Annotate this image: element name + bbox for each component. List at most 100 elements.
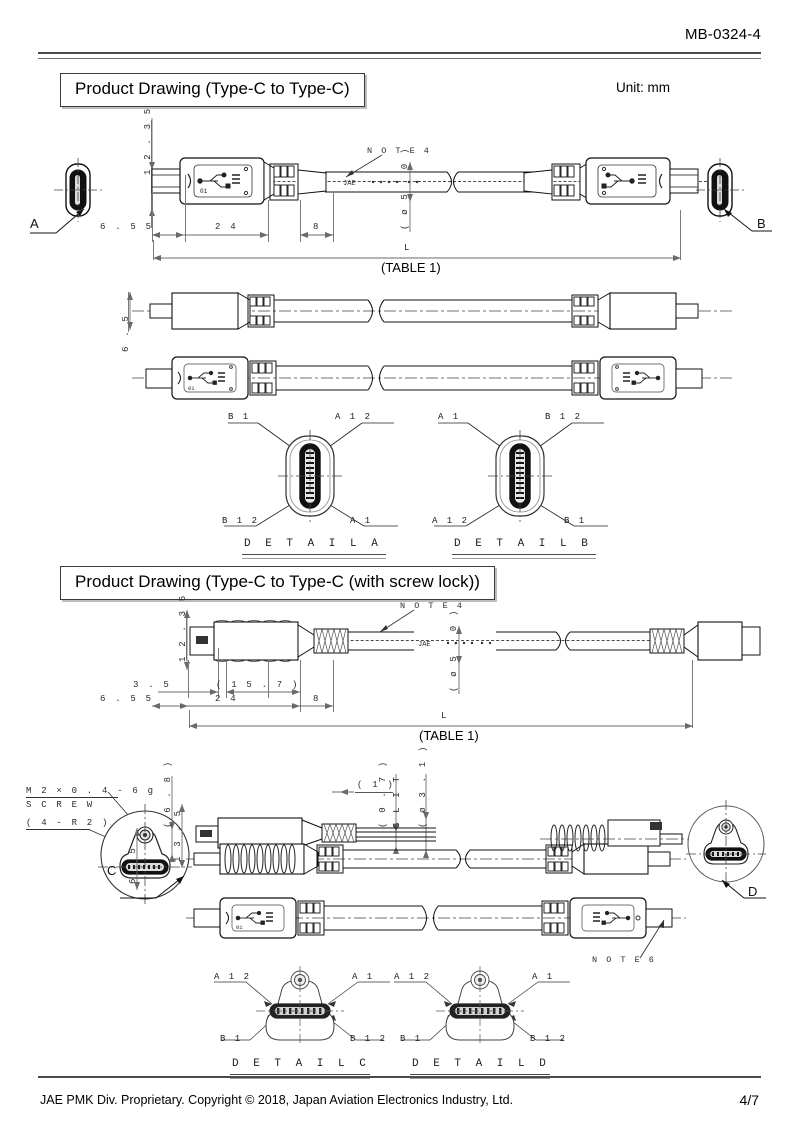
note-4-leader-2: [379, 609, 415, 633]
dim-24-b: 2 4: [215, 694, 238, 704]
svg-text:01: 01: [236, 924, 243, 931]
footer-page-number: 4/7: [739, 1092, 759, 1108]
end-view-b: [696, 158, 744, 222]
table-reference-2: (TABLE 1): [419, 728, 479, 743]
dim-24: 2 4: [215, 222, 238, 232]
footer-rule: [38, 1076, 761, 1081]
dim-6-8: ( 6 . 8 ): [163, 759, 173, 828]
detail-a-pin-bottom-right: A 1: [350, 516, 373, 526]
detail-b-pin-bottom-left: A 1 2: [432, 516, 470, 526]
ext-line: [151, 160, 152, 228]
leader-b: [723, 208, 772, 232]
ext-line: [189, 710, 190, 728]
detail-d-view: [394, 966, 570, 1046]
screw-assembly-upper: [195, 817, 436, 849]
header-rule: [38, 52, 761, 59]
screw-spec-rule-2: [26, 829, 90, 830]
dim-arrow-1: [332, 789, 354, 795]
side-view-assembly: 01: [132, 356, 732, 400]
ext-line: [300, 660, 301, 712]
ext-line: [226, 660, 227, 698]
ext-line: [153, 240, 154, 260]
screw-spec-line3: ( 4 - R 2 ): [26, 818, 110, 828]
end-view-a: [54, 158, 102, 222]
dim-chain-lower-2: [152, 703, 333, 709]
detail-b-pin-top-left: A 1: [438, 412, 461, 422]
detail-c-underline: [230, 1074, 370, 1079]
screw-spec-rule: [26, 797, 118, 798]
connector-right: [523, 157, 699, 205]
detail-c-caption: D E T A I L C: [232, 1058, 370, 1070]
svg-text:JAE: JAE: [343, 180, 356, 188]
detail-c-pin-top-right: A 1: [352, 972, 375, 982]
detail-c-pin-bottom-left: B 1: [220, 1034, 243, 1044]
side-view-assembly-2: 01: [186, 897, 686, 939]
dim-chain-horizontal: [152, 232, 333, 238]
note-4-leader: [345, 154, 383, 178]
dim-8-b: 8: [313, 694, 321, 704]
end-view-d: [686, 800, 766, 888]
ext-line: [186, 612, 187, 660]
ext-line: [333, 192, 334, 242]
dim-15-7: ( 1 5 . 7 ): [216, 680, 300, 690]
dim-13-5: 1 3 . 5: [173, 808, 183, 862]
dim-length-L: L: [404, 243, 412, 253]
balloon-d: D: [748, 884, 758, 899]
connector-screw-left: [189, 620, 414, 662]
detail-a-caption: D E T A I L A: [244, 538, 382, 550]
section-title-1: Product Drawing (Type-C to Type-C): [60, 73, 365, 107]
detail-a-view: [224, 422, 398, 527]
ext-line: [692, 660, 693, 728]
detail-d-group: A 1 2 A 1 B 1 B 1 2: [390, 962, 575, 1079]
ext-line: [152, 190, 153, 242]
dim-arrow-cable-dia: [407, 162, 413, 232]
svg-text:JAE: JAE: [418, 641, 431, 649]
center-line: [190, 640, 710, 641]
svg-text:01: 01: [188, 385, 195, 392]
dim-1: ( 1 ): [357, 780, 396, 790]
dim-arrow-6-5-b: [134, 828, 140, 890]
detail-c-pin-bottom-right: B 1 2: [350, 1034, 388, 1044]
dim-12-35-b: 1 2 . 3 5: [178, 593, 188, 662]
ext-line: [151, 120, 152, 180]
ext-line: [300, 200, 301, 242]
dim-arrow-3-1: [423, 774, 429, 858]
dim-8: 8: [313, 222, 321, 232]
screw-spec-line2: S C R E W: [26, 800, 95, 810]
document-code: MB-0324-4: [684, 26, 761, 43]
note-6-label: N O T E 6: [592, 955, 656, 965]
detail-b-pin-bottom-right: B 1: [564, 516, 587, 526]
ext-line: [188, 660, 189, 698]
detail-b-pin-top-right: B 1 2: [545, 412, 583, 422]
dim-1-rule: [355, 792, 393, 793]
balloon-c: C: [107, 863, 117, 878]
note-4-label-2: N O T E 4: [400, 601, 464, 611]
ext-line: [268, 660, 269, 698]
section-title-2: Product Drawing (Type-C to Type-C (with …: [60, 566, 495, 600]
ext-line: [268, 200, 269, 242]
detail-b-caption: D E T A I L B: [454, 538, 592, 550]
dim-6-55: 6 . 5 5: [100, 222, 154, 232]
cable-segment-2: [496, 631, 656, 651]
dim-length-L-2: L: [441, 711, 449, 721]
detail-c-view: [214, 966, 390, 1046]
screw-assembly-lower: [186, 843, 686, 875]
ext-line: [128, 292, 129, 332]
detail-c-group: A 1 2 A 1 B 1 B 1 2: [210, 962, 395, 1079]
drawing-type-c-to-type-c: A 1 2 . 3 5: [0, 0, 793, 560]
detail-a-pin-top-left: B 1: [228, 412, 251, 422]
detail-d-pin-top-left: A 1 2: [394, 972, 432, 982]
connector-left: 01: [151, 157, 327, 205]
ext-line: [680, 210, 681, 260]
detail-d-pin-bottom-left: B 1: [400, 1034, 423, 1044]
svg-text:01: 01: [200, 188, 208, 195]
dim-arrow-13-5: [179, 804, 185, 868]
detail-a-pin-bottom-left: B 1 2: [222, 516, 260, 526]
leader-c: [120, 875, 185, 899]
detail-d-pin-bottom-right: B 1 2: [530, 1034, 568, 1044]
detail-b-group: A 1 B 1 2 A 1 2 B 1: [432, 408, 612, 559]
end-view-c: [98, 804, 192, 906]
top-view-assembly: [132, 292, 732, 330]
dim-overall-length-2: [189, 723, 693, 729]
center-line: [152, 181, 722, 182]
